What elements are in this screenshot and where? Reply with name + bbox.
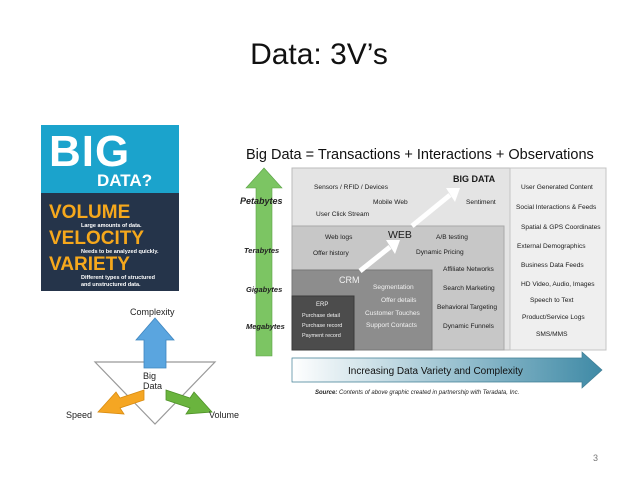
web-bigdata-arrowhead bbox=[446, 188, 460, 202]
big-data-item: Sentiment bbox=[466, 199, 496, 206]
right-column bbox=[509, 167, 607, 351]
web-item: Offer history bbox=[313, 250, 349, 257]
crm-web-arrowhead bbox=[386, 240, 400, 254]
crm-label: CRM bbox=[339, 275, 360, 285]
erp-item: Payment record bbox=[302, 333, 341, 339]
right-item: Spatial & GPS Coordinates bbox=[521, 224, 601, 231]
crm-item: Offer details bbox=[381, 297, 417, 304]
source-text: Contents of above graphic created in par… bbox=[339, 390, 520, 396]
source-label: Source: bbox=[315, 390, 338, 396]
big-data-center-line2: Data bbox=[143, 381, 163, 391]
big-data-matrix-graphic bbox=[245, 167, 607, 389]
y-label-terabytes: Terabytes bbox=[244, 246, 280, 255]
speed-label: Speed bbox=[66, 410, 93, 420]
y-label-megabytes: Megabytes bbox=[246, 322, 285, 331]
big-data-poster: BIG DATA? VOLUME Large amounts of data. … bbox=[41, 125, 179, 291]
poster-variety-sub1: Different types of structured bbox=[81, 275, 155, 281]
complexity-arrow bbox=[135, 317, 175, 369]
erp-item: ERP bbox=[316, 302, 329, 308]
poster-variety-sub2: and unstructured data. bbox=[81, 282, 141, 288]
complexity-label: Complexity bbox=[130, 307, 175, 317]
vertical-scale-arrow bbox=[245, 167, 283, 357]
big-data-item: Mobile Web bbox=[373, 199, 408, 206]
speed-arrow bbox=[97, 389, 145, 415]
right-item: Social Interactions & Feeds bbox=[516, 204, 597, 211]
web-item: Search Marketing bbox=[443, 285, 495, 292]
web-item: Behavioral Targeting bbox=[437, 304, 497, 311]
web-label: WEB bbox=[388, 229, 412, 241]
crm-web-arrow bbox=[358, 245, 392, 273]
poster-volume-sub: Large amounts of data. bbox=[81, 223, 142, 229]
crm-item: Support Contacts bbox=[366, 322, 417, 329]
right-item: Business Data Feeds bbox=[521, 262, 584, 269]
poster-top-band bbox=[41, 125, 179, 193]
big-data-item: User Click Stream bbox=[316, 211, 370, 218]
matrix-title: Big Data = Transactions + Interactions +… bbox=[246, 147, 594, 163]
x-axis-arrow-label: Increasing Data Variety and Complexity bbox=[348, 366, 523, 377]
erp-item: Purchase detail bbox=[302, 313, 340, 319]
three-v-triangle-diagram bbox=[93, 317, 217, 425]
right-item: Speech to Text bbox=[530, 297, 574, 304]
big-data-label: BIG DATA bbox=[453, 174, 496, 184]
poster-velocity: VELOCITY bbox=[49, 228, 145, 249]
web-item: Affiliate Networks bbox=[443, 266, 494, 273]
erp-item: Purchase record bbox=[302, 323, 343, 329]
web-item: Dynamic Funnels bbox=[443, 323, 494, 330]
web-bigdata-arrow bbox=[410, 193, 452, 228]
web-item: A/B testing bbox=[436, 234, 468, 241]
crm-item: Segmentation bbox=[373, 284, 414, 291]
web-item: Web logs bbox=[325, 234, 353, 241]
big-data-item: Sensors / RFID / Devices bbox=[314, 184, 389, 191]
big-data-center-line1: Big bbox=[143, 371, 157, 381]
right-item: HD Video, Audio, Images bbox=[521, 281, 595, 288]
poster-data-text: DATA? bbox=[97, 171, 153, 190]
web-item: Dynamic Pricing bbox=[416, 249, 464, 256]
poster-velocity-sub: Needs to be analyzed quickly. bbox=[81, 249, 159, 255]
poster-variety: VARIETY bbox=[49, 254, 130, 275]
erp-box bbox=[291, 295, 355, 351]
slide-title: Data: 3V’s bbox=[250, 38, 388, 71]
horizontal-complexity-arrow bbox=[291, 351, 603, 389]
poster-big-text: BIG bbox=[49, 127, 131, 176]
poster-volume: VOLUME bbox=[49, 202, 131, 223]
right-item: User Generated Content bbox=[521, 184, 593, 191]
right-item: External Demographics bbox=[517, 243, 586, 250]
source-note: Source: Contents of above graphic create… bbox=[315, 390, 519, 396]
page-number: 3 bbox=[593, 453, 599, 463]
crm-item: Customer Touches bbox=[365, 310, 420, 317]
y-label-petabytes: Petabytes bbox=[240, 196, 283, 206]
right-item: SMS/MMS bbox=[536, 331, 568, 338]
right-item: Product/Service Logs bbox=[522, 314, 585, 321]
y-label-gigabytes: Gigabytes bbox=[246, 285, 283, 294]
volume-arrow bbox=[165, 389, 213, 415]
volume-label: Volume bbox=[209, 410, 240, 420]
